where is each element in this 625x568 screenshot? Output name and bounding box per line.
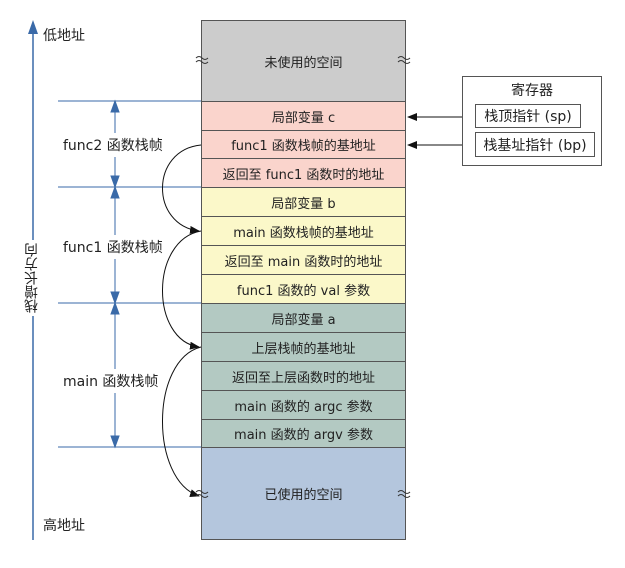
stack-cell-unused: 未使用的空间 (201, 20, 406, 102)
low-address-label: 低地址 (43, 23, 85, 47)
register-bp: 栈基址指针 (bp) (475, 132, 595, 157)
chain-curve-func1-to-main (162, 144, 202, 234)
stack-cell-upper-base: 上层栈帧的基地址 (201, 332, 406, 362)
stack-cell-return-main: 返回至 main 函数时的地址 (201, 245, 406, 275)
stack-cell-val-param: func1 函数的 val 参数 (201, 274, 406, 304)
stack-cell-func1-base: func1 函数栈帧的基地址 (201, 130, 406, 159)
cell-label: main 函数的 argc 参数 (234, 399, 373, 415)
growth-direction-label: 栈增长方向 (22, 240, 42, 316)
stack-cell-main-base: main 函数栈帧的基地址 (201, 216, 406, 246)
cell-label: func1 函数栈帧的基地址 (231, 139, 376, 154)
main-frame-label: main 函数栈帧 (63, 369, 159, 393)
cell-label: main 函数栈帧的基地址 (233, 225, 374, 241)
cell-label: 未使用的空间 (264, 55, 343, 71)
cell-label: main 函数的 argv 参数 (234, 428, 373, 443)
cell-label: 返回至上层函数时的地址 (231, 370, 375, 386)
func2-frame-label: func2 函数栈帧 (63, 133, 163, 157)
stack-cell-local-b: 局部变量 b (201, 187, 406, 217)
stack-cell-local-a: 局部变量 a (201, 303, 406, 333)
stack-cell-used: 已使用的空间 (201, 447, 406, 540)
stack-cell-argc: main 函数的 argc 参数 (201, 390, 406, 420)
chain-curve-main-to-upper (162, 230, 202, 350)
high-address-label: 高地址 (43, 513, 85, 537)
register-sp: 栈顶指针 (sp) (475, 104, 581, 128)
cell-label: 局部变量 b (271, 196, 336, 212)
cell-label: 局部变量 a (271, 312, 336, 328)
registers-box: 寄存器 栈顶指针 (sp) 栈基址指针 (bp) (462, 76, 602, 166)
stack-cell-local-c: 局部变量 c (201, 101, 406, 131)
stack-cell-return-upper: 返回至上层函数时的地址 (201, 361, 406, 391)
cell-label: 已使用的空间 (264, 488, 343, 503)
registers-title: 寄存器 (511, 83, 553, 99)
cell-label: 返回至 func1 函数时的地址 (222, 167, 385, 183)
stack-cell-argv: main 函数的 argv 参数 (201, 419, 406, 448)
cell-label: func1 函数的 val 参数 (236, 283, 371, 299)
cell-label: 局部变量 c (271, 110, 336, 126)
growth-axis-arrowhead-icon (28, 20, 38, 34)
cell-label: 返回至 main 函数时的地址 (224, 254, 383, 270)
chain-curve-upper-to-used (162, 346, 202, 497)
cell-label: 上层栈帧的基地址 (251, 341, 356, 357)
stack-cell-return-func1: 返回至 func1 函数时的地址 (201, 158, 406, 188)
func1-frame-label: func1 函数栈帧 (63, 235, 163, 259)
